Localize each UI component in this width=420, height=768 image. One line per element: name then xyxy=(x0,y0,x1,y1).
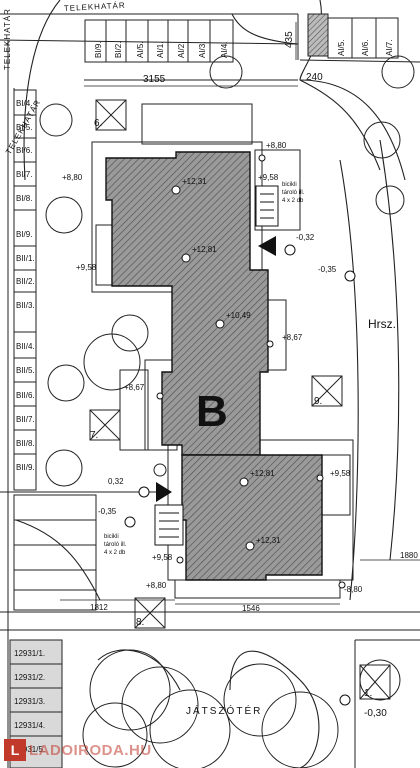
left-parcel: BI/9. xyxy=(16,230,32,239)
top-parcel: AI/5. xyxy=(136,42,145,58)
left-parcel: BII/4. xyxy=(16,342,35,351)
street-label-left-upper: TELEKHATÁR xyxy=(3,8,12,70)
elevation-label: +8,80 xyxy=(62,173,83,182)
top-parcel: BI/9. xyxy=(94,42,103,58)
level-markers xyxy=(124,154,356,706)
top-parcels xyxy=(84,13,399,63)
parking-grid xyxy=(13,494,97,611)
left-parcels xyxy=(13,89,37,491)
entrance-arrow-bottom xyxy=(156,482,172,502)
bottom-parcel-labels: 12931/1. 12931/2. 12931/3. 12931/4. 1293… xyxy=(14,649,45,754)
storage-label-bottom: bicikli xyxy=(104,534,119,540)
bottom-parcel: 12931/2. xyxy=(14,673,45,682)
left-parcel: BII/2. xyxy=(16,277,35,286)
left-parcel: BII/3. xyxy=(16,301,35,310)
elevation-label: +12,31 xyxy=(256,536,281,545)
marker-number: 8. xyxy=(136,617,144,628)
elevation-label: -0,32 xyxy=(296,233,315,242)
bike-storage-top xyxy=(255,185,279,227)
left-parcel: BII/5. xyxy=(16,366,35,375)
elevation-label: +9,58 xyxy=(152,553,173,562)
elevation-label: +9,58 xyxy=(330,469,351,478)
storage-label-bottom: tároló ill. xyxy=(104,542,127,548)
bottom-parcel: 12931/4. xyxy=(14,721,45,730)
elevation-label: -0,30 xyxy=(364,708,387,719)
elevation-label: +8,67 xyxy=(124,383,145,392)
building-letter: B xyxy=(196,387,228,436)
elevation-label: +9,58 xyxy=(258,173,279,182)
top-parcel: AI/3. xyxy=(198,42,207,58)
street-label-bottom: JÁTSZÓTÉR xyxy=(186,704,262,717)
elevation-label: +8,67 xyxy=(282,333,303,342)
elevation-label: +12,31 xyxy=(182,177,207,186)
storage-label-bottom: 4 x 2 db xyxy=(104,550,126,556)
elevation-label: +8,80 xyxy=(266,141,287,150)
marker-number: 6. xyxy=(94,118,102,129)
top-parcel: BI/2. xyxy=(114,42,123,58)
marker-number: 9. xyxy=(314,396,322,407)
left-parcel: BII/8. xyxy=(16,439,35,448)
left-parcel: BII/7. xyxy=(16,415,35,424)
left-parcel: BI/7. xyxy=(16,170,32,179)
left-parcel-labels: BI/4. BI/5. BI/6. BI/7. BI/8. BI/9. BII/… xyxy=(16,99,35,472)
bottom-parcel: 12931/1. xyxy=(14,649,45,658)
marker-boxes xyxy=(89,99,391,700)
dimension-lines xyxy=(60,22,420,605)
left-parcel: BI/6. xyxy=(16,146,32,155)
entrance-arrow-top xyxy=(258,236,276,256)
top-parcel-labels: BI/9. BI/2. AI/5. AI/1. AI/2. AI/3. AI/4… xyxy=(94,40,394,58)
top-right-parcel: AI/7. xyxy=(385,40,394,56)
dimension-1546: 1546 xyxy=(242,604,260,613)
storage-label-top: tároló ill. xyxy=(282,190,305,196)
elevation-label: +12,81 xyxy=(250,469,275,478)
logo-icon: L xyxy=(4,739,26,761)
watermark-text: LADOIRODA.HU xyxy=(29,741,152,759)
bottom-parcel: 12931/3. xyxy=(14,697,45,706)
marker-number: 1. xyxy=(364,688,372,699)
watermark-logo: L LADOIRODA.HU xyxy=(4,738,152,762)
elevation-label: -0,35 xyxy=(318,265,337,274)
dimension-3155: 3155 xyxy=(143,74,166,85)
elevation-label: -8,80 xyxy=(344,585,363,594)
storage-label-top: bicikli xyxy=(282,182,297,188)
elevation-label: -0,35 xyxy=(98,507,117,516)
left-parcel: BI/4. xyxy=(16,99,32,108)
bottom-parcel: 12931/5. xyxy=(14,745,45,754)
elevation-label: +8,80 xyxy=(146,581,167,590)
top-parcel: AI/2. xyxy=(177,42,186,58)
top-parcel: AI/4. xyxy=(220,42,229,58)
elevation-label: +9,58 xyxy=(76,263,97,272)
elevation-label: 0,32 xyxy=(108,477,124,486)
dimension-435: 435 xyxy=(284,31,295,48)
dimension-1812: 1812 xyxy=(90,603,108,612)
marker-number: 7. xyxy=(90,430,98,441)
dimension-240: 240 xyxy=(306,72,323,83)
hrsz-label: Hrsz. xyxy=(368,317,396,331)
left-parcel: BII/1. xyxy=(16,254,35,263)
trees xyxy=(39,55,415,768)
storage-label-top: 4 x 2 db xyxy=(282,198,304,204)
top-parcel: AI/1. xyxy=(156,42,165,58)
left-parcel: BII/6. xyxy=(16,391,35,400)
street-label-top: TELEKHATÁR xyxy=(64,1,126,13)
top-right-parcel: AI/5. xyxy=(337,40,346,56)
left-parcel: BI/8. xyxy=(16,194,32,203)
left-parcel: BII/9. xyxy=(16,463,35,472)
elevation-label: +12,81 xyxy=(192,245,217,254)
bike-storage-bottom xyxy=(154,504,184,546)
elevation-label: +10,49 xyxy=(226,311,251,320)
top-right-parcel: AI/6. xyxy=(361,40,370,56)
dimension-1880: 1880 xyxy=(400,551,418,560)
left-parcel: BI/5. xyxy=(16,123,32,132)
building-footprint xyxy=(105,151,323,581)
